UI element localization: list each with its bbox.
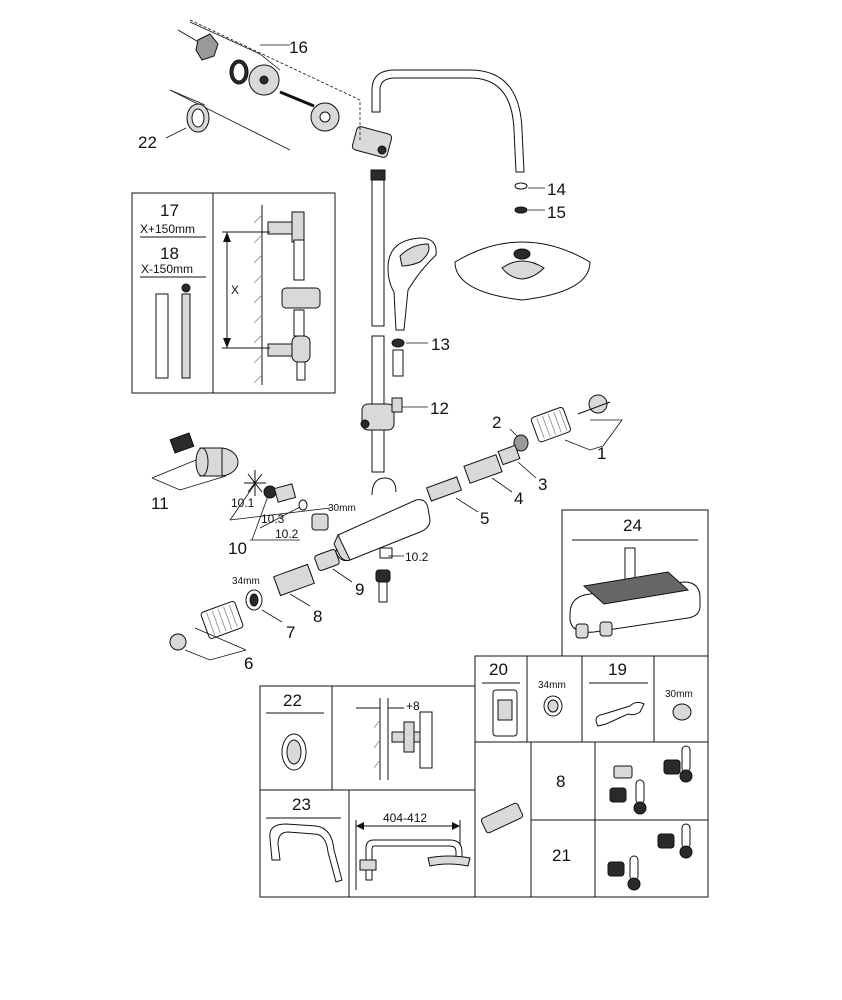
- washer-14: [514, 182, 528, 190]
- hose-nipple: [392, 349, 404, 377]
- callout-2: 2: [492, 413, 501, 432]
- wall-bracket-assembly: [165, 19, 393, 158]
- cap-6: [169, 633, 187, 651]
- thermometer-icons-21: [607, 823, 693, 891]
- part-10-2: [273, 483, 297, 503]
- bolt: [279, 90, 315, 108]
- panel-22-23: [259, 685, 476, 898]
- panel-22-title: 22: [283, 691, 302, 710]
- callout-1: 1: [597, 444, 606, 463]
- nut-30mm: [311, 513, 329, 531]
- callout-10-3: 10.3: [261, 512, 285, 526]
- hand-shower-body: [387, 237, 437, 331]
- panel-row-8: 8: [556, 772, 565, 791]
- rail-rod-18: [181, 293, 191, 379]
- seal-13: [391, 338, 405, 348]
- panel-24-title: 24: [623, 516, 642, 535]
- panel-22-offset: +8: [406, 699, 420, 713]
- hand-shower-slider: [361, 403, 395, 431]
- callout-16: 16: [289, 38, 308, 57]
- callout-11: 11: [151, 494, 169, 513]
- part-2: [513, 434, 529, 452]
- part-9: [314, 549, 340, 571]
- rail-17-title: 17: [160, 201, 179, 220]
- callout-10-1: 10.1: [231, 496, 255, 510]
- part-8: [273, 563, 315, 597]
- rail-rod-17: [155, 293, 169, 379]
- thermometer-icons-8: [609, 745, 693, 815]
- callout-4: 4: [514, 489, 523, 508]
- callout-3: 3: [538, 475, 547, 494]
- part-11-screw: [169, 432, 195, 454]
- part-3: [497, 444, 521, 466]
- rail-dim-x: X: [231, 283, 239, 297]
- panel-20-size: 34mm: [538, 680, 566, 691]
- panel-19-title: 19: [608, 660, 627, 679]
- nut-30mm-b: [672, 703, 692, 721]
- seal-15: [514, 206, 528, 214]
- part-10-1: [244, 470, 266, 496]
- panel-24: [561, 509, 709, 657]
- callout-22: 22: [138, 133, 157, 152]
- panel-23-range: 404-412: [383, 811, 427, 825]
- callout-12: 12: [430, 399, 449, 418]
- rail-slider: [281, 287, 321, 309]
- panel-19-size: 30mm: [665, 689, 693, 700]
- callout-7: 7: [286, 623, 295, 642]
- panel-20-title: 20: [489, 660, 508, 679]
- rail-options-box: [131, 192, 336, 394]
- thermostat-housing: [335, 499, 431, 562]
- callout-9: 9: [355, 580, 364, 599]
- dim-30mm: 30mm: [328, 503, 356, 514]
- part-5: [425, 476, 463, 502]
- arm-23: [269, 823, 343, 883]
- lower-inlet-parts: [169, 549, 353, 661]
- head-shower: [454, 241, 591, 301]
- rail-18-title: 18: [160, 244, 179, 263]
- panel-row-21: 21: [552, 846, 571, 865]
- panel-23-title: 23: [292, 795, 311, 814]
- rail-18-length: X-150mm: [141, 262, 193, 276]
- riser-upper: [371, 175, 385, 327]
- part-10-3: [263, 485, 277, 499]
- adapter-8-21: [480, 802, 524, 834]
- callout-6: 6: [244, 654, 253, 673]
- callout-10: 10: [228, 539, 247, 558]
- shelf-glass: [582, 571, 690, 605]
- callout-5: 5: [480, 509, 489, 528]
- dim-34mm: 34mm: [232, 576, 260, 587]
- filter-1: [530, 406, 572, 443]
- part-4: [463, 454, 503, 484]
- wrench-19: [595, 701, 645, 727]
- right-inlet-parts: [425, 394, 623, 513]
- callout-13: 13: [431, 335, 450, 354]
- hand-shower: [387, 237, 437, 377]
- callout-10-2-b: 10.2: [405, 550, 429, 564]
- thermostat-body: [333, 477, 431, 603]
- rail-17-length: X+150mm: [140, 222, 195, 236]
- callout-14: 14: [547, 180, 566, 199]
- accessory-grid: [474, 655, 709, 898]
- shower-riser: [360, 69, 545, 473]
- outlet-10-2: [375, 569, 391, 583]
- overhead-arm: [371, 69, 525, 173]
- callout-8: 8: [313, 607, 322, 626]
- callout-10-2-a: 10.2: [275, 527, 299, 541]
- left-inlet-parts: [151, 432, 331, 541]
- mounting-plate: [195, 33, 219, 61]
- callout-15: 15: [547, 203, 566, 222]
- arm-holder: [351, 126, 393, 158]
